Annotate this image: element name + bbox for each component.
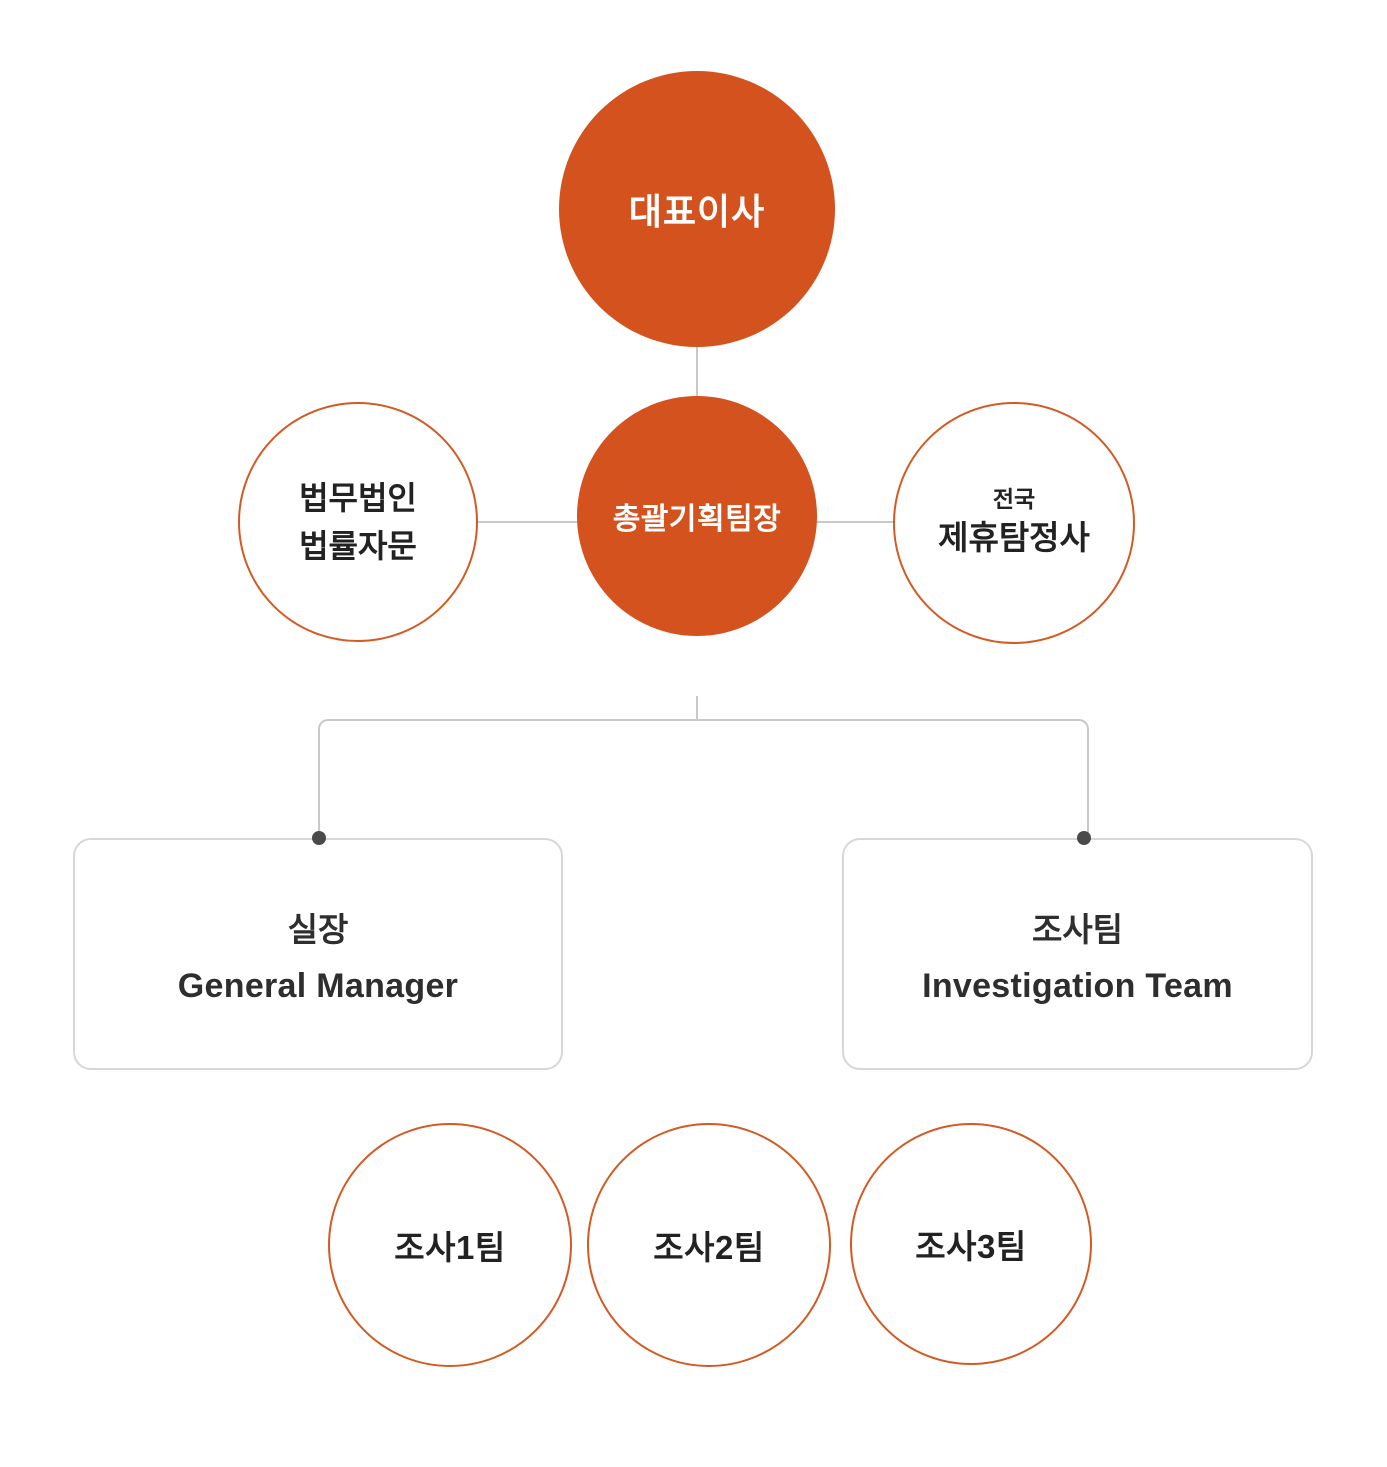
node-investigation-team-title-ko: 조사팀 xyxy=(1031,910,1124,948)
connector-dot-left xyxy=(312,831,326,845)
node-general-manager: 실장 General Manager xyxy=(73,838,563,1070)
node-legal-advisory-line2: 법률자문 xyxy=(299,528,417,564)
connector-bracket xyxy=(318,719,1089,840)
node-investigation-team-title-en: Investigation Team xyxy=(922,966,1233,1005)
node-sub-team-2-label: 조사2팀 xyxy=(653,1229,765,1266)
node-ceo: 대표이사 xyxy=(559,71,835,347)
node-sub-team-2: 조사2팀 xyxy=(587,1123,831,1367)
node-planning-lead: 총괄기획팀장 xyxy=(577,396,817,636)
connector-dot-right xyxy=(1077,831,1091,845)
node-sub-team-1-label: 조사1팀 xyxy=(394,1229,506,1266)
node-partner-detectives-line2: 제휴탐정사 xyxy=(938,518,1090,556)
node-legal-advisory: 법무법인 법률자문 xyxy=(238,402,478,642)
node-planning-lead-label: 총괄기획팀장 xyxy=(612,503,782,536)
node-general-manager-title-en: General Manager xyxy=(177,966,459,1005)
node-sub-team-3: 조사3팀 xyxy=(850,1123,1092,1365)
connector-planning-stub xyxy=(696,696,698,720)
connector-ceo-planning xyxy=(696,340,698,400)
node-ceo-label: 대표이사 xyxy=(628,191,766,232)
node-investigation-team: 조사팀 Investigation Team xyxy=(842,838,1313,1070)
node-partner-detectives-line1: 전국 xyxy=(992,485,1036,512)
node-sub-team-1: 조사1팀 xyxy=(328,1123,572,1367)
node-general-manager-title-ko: 실장 xyxy=(287,910,349,948)
node-sub-team-3-label: 조사3팀 xyxy=(915,1228,1027,1265)
node-legal-advisory-line1: 법무법인 xyxy=(299,480,417,516)
node-partner-detectives: 전국 제휴탐정사 xyxy=(893,402,1135,644)
